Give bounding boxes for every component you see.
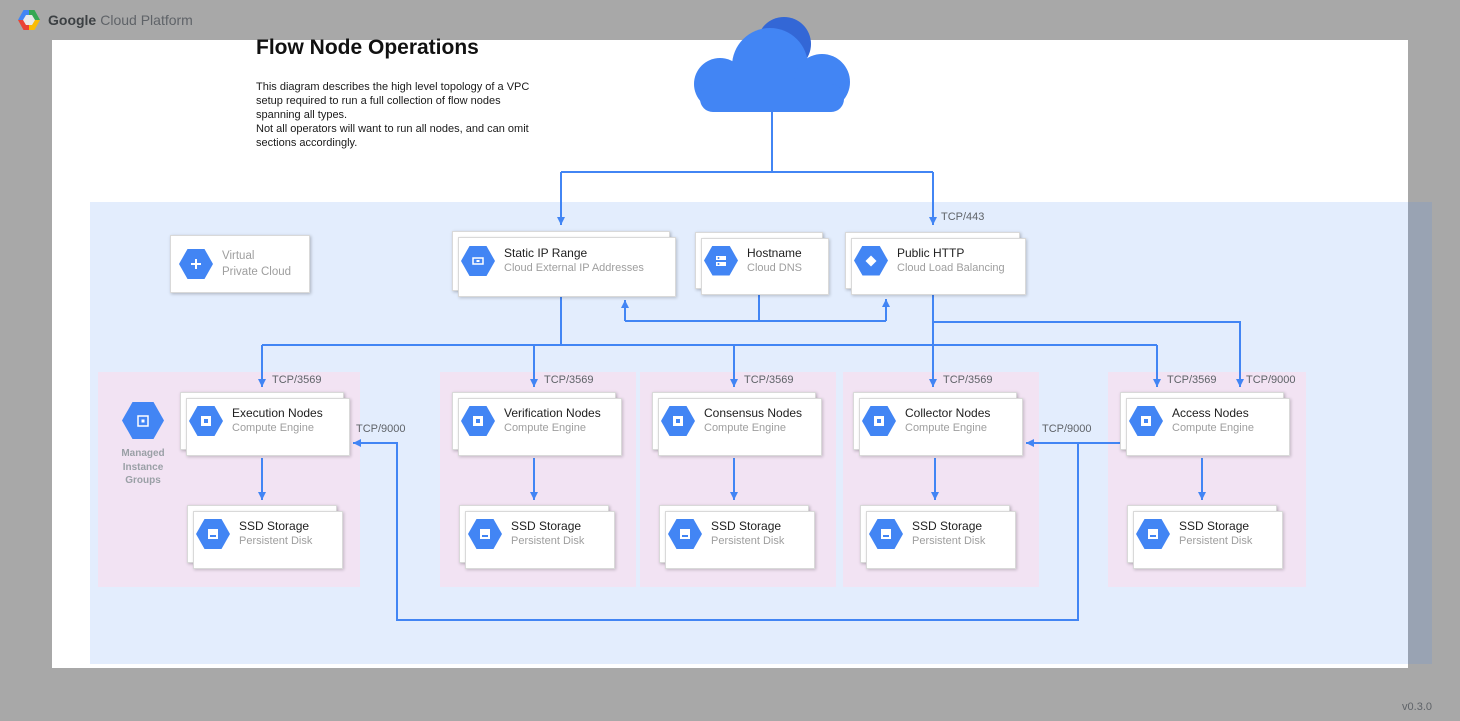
hostname-title: Hostname	[747, 245, 802, 260]
managed-instance-groups-label: Managed Instance Groups	[121, 448, 165, 486]
ssd-title: SSD Storage	[711, 519, 782, 534]
port-label-tcp3569: TCP/3569	[544, 374, 594, 386]
persistent-disk-icon	[668, 519, 702, 549]
port-label-tcp3569: TCP/3569	[943, 374, 993, 386]
verification-nodes-card: Verification Nodes Compute Engine	[452, 392, 622, 456]
vpc-icon	[179, 249, 213, 279]
ssd-title: SSD Storage	[511, 519, 582, 534]
virtual-private-cloud-card: Virtual Private Cloud	[170, 235, 310, 293]
port-label-tcp3569: TCP/3569	[1167, 374, 1217, 386]
ssd-subtitle: Persistent Disk	[239, 535, 313, 548]
collector-nodes-title: Collector Nodes	[905, 406, 991, 421]
access-nodes-card: Access Nodes Compute Engine	[1120, 392, 1290, 456]
page-title: Flow Node Operations	[256, 36, 479, 59]
execution-nodes-title: Execution Nodes	[232, 406, 323, 421]
compute-engine-icon	[189, 406, 223, 436]
access-nodes-subtitle: Compute Engine	[1172, 422, 1254, 435]
compute-engine-icon	[1129, 406, 1163, 436]
execution-nodes-card: Execution Nodes Compute Engine	[180, 392, 350, 456]
ssd-subtitle: Persistent Disk	[711, 535, 785, 548]
execution-nodes-subtitle: Compute Engine	[232, 422, 314, 435]
port-label-tcp443: TCP/443	[941, 211, 985, 223]
ssd-title: SSD Storage	[1179, 519, 1250, 534]
persistent-disk-icon	[1136, 519, 1170, 549]
verification-ssd-card: SSD Storage Persistent Disk	[459, 505, 615, 569]
access-ssd-card: SSD Storage Persistent Disk	[1127, 505, 1283, 569]
persistent-disk-icon	[196, 519, 230, 549]
access-nodes-title: Access Nodes	[1172, 406, 1249, 421]
compute-engine-icon	[862, 406, 896, 436]
ssd-subtitle: Persistent Disk	[912, 535, 986, 548]
collector-ssd-card: SSD Storage Persistent Disk	[860, 505, 1016, 569]
brand-google: Google	[48, 12, 97, 28]
consensus-nodes-title: Consensus Nodes	[704, 406, 803, 421]
vpc-card-line1: Virtual	[222, 250, 255, 263]
public-http-title: Public HTTP	[897, 245, 965, 260]
consensus-nodes-card: Consensus Nodes Compute Engine	[652, 392, 822, 456]
hostname-subtitle: Cloud DNS	[747, 261, 803, 274]
port-label-tcp9000: TCP/9000	[1042, 423, 1092, 435]
compute-engine-icon	[661, 406, 695, 436]
persistent-disk-icon	[468, 519, 502, 549]
static-ip-subtitle: Cloud External IP Addresses	[504, 262, 644, 275]
consensus-ssd-card: SSD Storage Persistent Disk	[659, 505, 815, 569]
port-label-tcp9000: TCP/9000	[356, 423, 406, 435]
public-http-card: Public HTTP Cloud Load Balancing	[845, 232, 1026, 295]
public-http-subtitle: Cloud Load Balancing	[897, 261, 1005, 274]
port-label-tcp3569: TCP/3569	[272, 374, 322, 386]
consensus-nodes-subtitle: Compute Engine	[704, 422, 786, 435]
verification-nodes-subtitle: Compute Engine	[504, 422, 586, 435]
cloud-dns-icon	[704, 245, 738, 276]
vpc-card-line2: Private Cloud	[222, 265, 292, 278]
port-label-tcp3569: TCP/3569	[744, 374, 794, 386]
ssd-title: SSD Storage	[239, 519, 310, 534]
diagram-description: This diagram describes the high level to…	[256, 81, 530, 150]
ssd-subtitle: Persistent Disk	[511, 535, 585, 548]
internet-cloud-icon	[694, 17, 850, 112]
verification-nodes-title: Verification Nodes	[504, 406, 601, 421]
ssd-title: SSD Storage	[912, 519, 983, 534]
compute-engine-icon	[461, 406, 495, 436]
collector-nodes-card: Collector Nodes Compute Engine	[853, 392, 1023, 456]
port-label-tcp9000: TCP/9000	[1246, 374, 1296, 386]
collector-nodes-subtitle: Compute Engine	[905, 422, 987, 435]
external-ip-icon	[461, 246, 495, 276]
static-ip-title: Static IP Range	[504, 246, 588, 261]
gcp-logo-icon	[18, 10, 40, 30]
ssd-subtitle: Persistent Disk	[1179, 535, 1253, 548]
persistent-disk-icon	[869, 519, 903, 549]
hostname-card: Hostname Cloud DNS	[695, 232, 829, 295]
execution-ssd-card: SSD Storage Persistent Disk	[187, 505, 343, 569]
version-label: v0.3.0	[1402, 701, 1432, 713]
brand-cloud-platform: Cloud Platform	[100, 12, 193, 28]
load-balancer-icon	[854, 245, 888, 276]
static-ip-card: Static IP Range Cloud External IP Addres…	[452, 231, 676, 297]
